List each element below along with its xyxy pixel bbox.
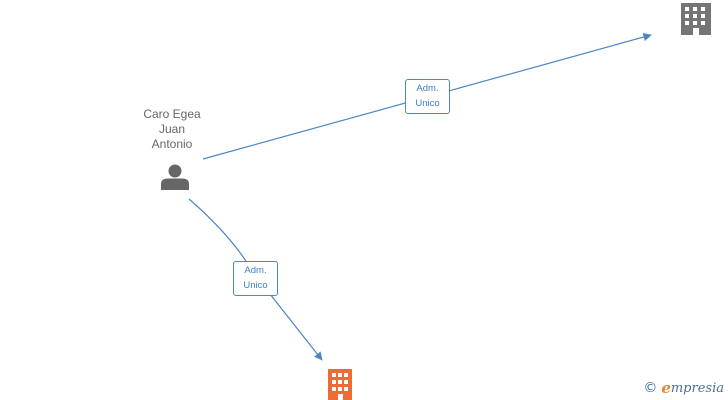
person-name-line: Antonio — [151, 137, 193, 151]
person-name-line: Juan — [158, 122, 186, 136]
relation-label[interactable]: Adm. Unico — [405, 79, 450, 114]
person-name-line: Caro Egea — [143, 107, 201, 121]
relation-label-line: Adm. — [416, 83, 439, 94]
relation-label-line: Unico — [415, 98, 440, 109]
building-icon[interactable] — [328, 369, 352, 400]
relation-label[interactable]: Adm. Unico — [233, 261, 278, 296]
brand-credit[interactable]: © e mpresia — [643, 379, 724, 397]
copyright-icon: © — [643, 380, 658, 396]
brand-initial: e — [661, 379, 671, 397]
person-icon[interactable] — [161, 164, 189, 191]
brand-name: mpresia — [670, 380, 724, 396]
relation-label-line: Unico — [243, 280, 268, 291]
relation-label-line: Adm. — [244, 265, 267, 276]
person-name[interactable]: Caro Egea Juan Antonio — [122, 107, 222, 152]
building-icon[interactable] — [681, 3, 711, 35]
